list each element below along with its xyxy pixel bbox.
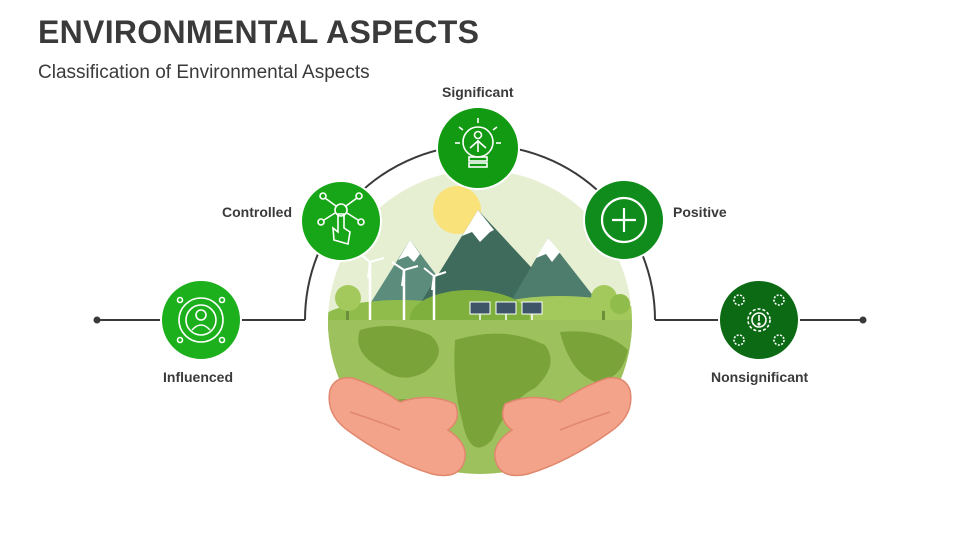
aspect-node-positive bbox=[583, 179, 665, 261]
aspect-node-influenced bbox=[160, 279, 242, 361]
label-significant: Significant bbox=[442, 84, 514, 100]
aspect-node-significant bbox=[436, 106, 520, 190]
hand-network-icon bbox=[317, 192, 365, 246]
right-end-dot bbox=[859, 316, 867, 324]
page-subtitle: Classification of Environmental Aspects bbox=[38, 62, 370, 83]
lightbulb-person-icon bbox=[455, 118, 501, 168]
aspect-node-controlled bbox=[300, 180, 382, 262]
solar-panels bbox=[469, 301, 543, 320]
people-target-icon bbox=[176, 296, 226, 344]
globe-illustration bbox=[328, 170, 632, 474]
left-end-dot bbox=[93, 316, 101, 324]
aspect-node-nonsignificant bbox=[718, 279, 800, 361]
label-positive: Positive bbox=[673, 204, 727, 220]
label-controlled: Controlled bbox=[222, 204, 292, 220]
plus-circle-icon bbox=[600, 196, 648, 244]
sun-icon bbox=[433, 186, 481, 234]
hands-illustration bbox=[328, 377, 632, 477]
label-nonsignificant: Nonsignificant bbox=[711, 369, 809, 385]
gears-alert-icon bbox=[733, 294, 785, 346]
page-title: ENVIRONMENTAL ASPECTS bbox=[38, 14, 480, 50]
label-influenced: Influenced bbox=[163, 369, 234, 385]
